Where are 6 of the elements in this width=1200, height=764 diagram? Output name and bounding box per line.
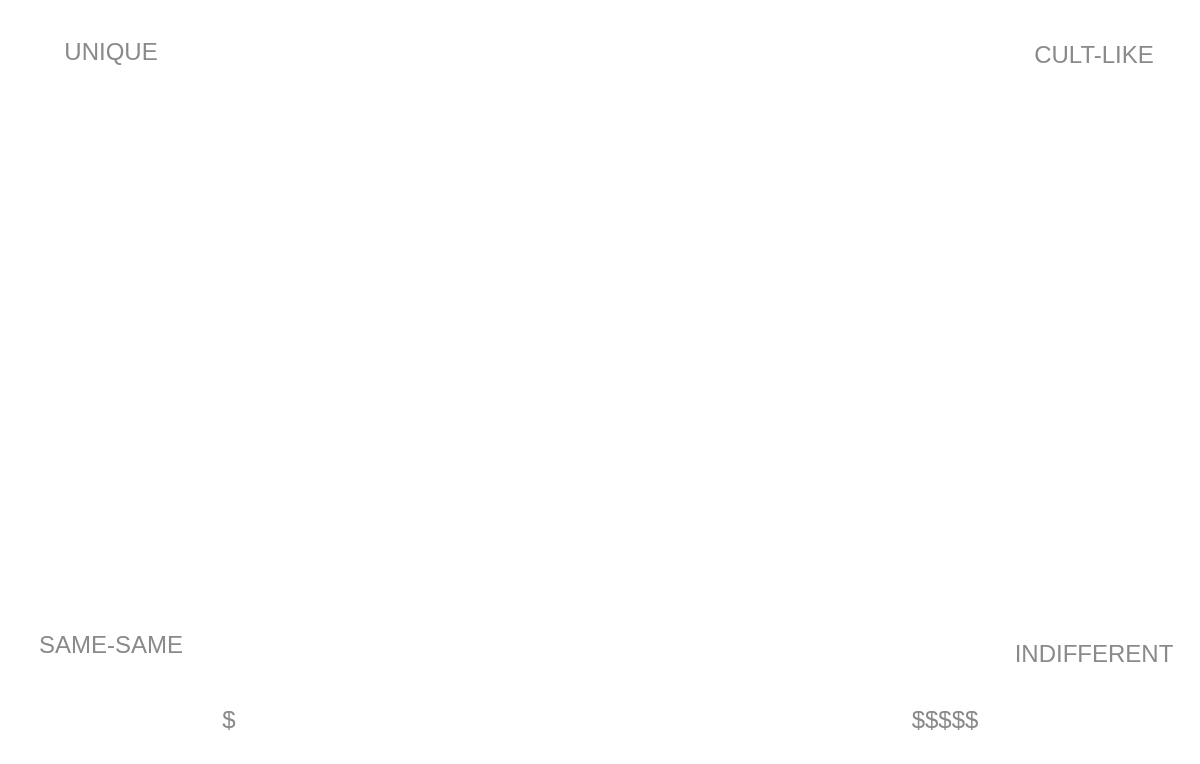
quadrant-label: UNIQUE [64,38,158,66]
axis-label: $ [222,706,236,734]
quadrant-label: INDIFFERENT [1014,640,1174,668]
axis-label: $$$$$ [911,706,979,734]
quadrant-label: CULT-LIKE [1034,41,1154,69]
quadrant-label: SAME-SAME [39,631,183,659]
